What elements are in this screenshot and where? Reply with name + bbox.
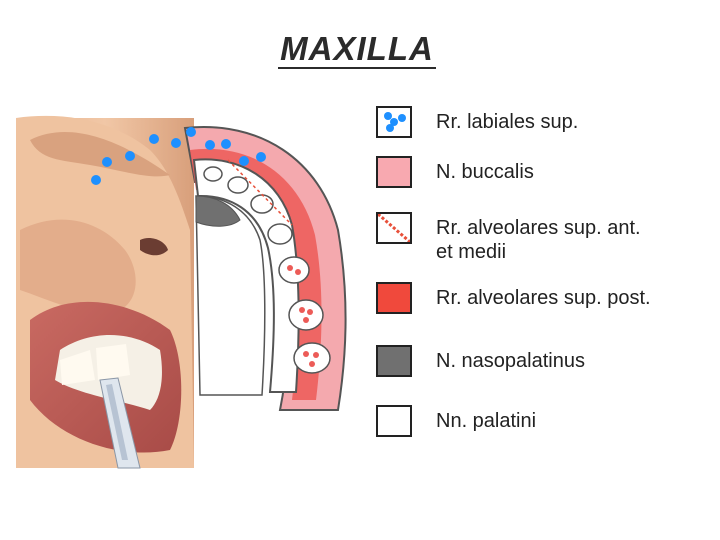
legend-label: N. nasopalatinus [436, 350, 585, 372]
diagram-title: MAXILLA [0, 30, 714, 69]
blue-dots-swatch-icon [376, 106, 412, 138]
pink-swatch-icon [376, 156, 412, 188]
legend-label: N. buccalis [436, 161, 534, 183]
title-text: MAXILLA [278, 30, 436, 69]
face-photo [16, 115, 194, 469]
legend-label: Nn. palatini [436, 410, 537, 432]
gray-swatch-icon [376, 345, 412, 377]
red-swatch-icon [376, 282, 412, 314]
legend-label: Rr. alveolares sup. post. [436, 287, 651, 309]
anatomical-illustration [16, 115, 347, 469]
legend-label: Rr. alveolares sup. ant. et medii [436, 217, 641, 263]
labial-dots [91, 127, 266, 185]
dental-arch [183, 126, 347, 411]
white-swatch-icon [376, 405, 412, 437]
legend-label: Rr. labiales sup. [436, 111, 579, 133]
dashed-line-swatch-icon [376, 212, 412, 244]
